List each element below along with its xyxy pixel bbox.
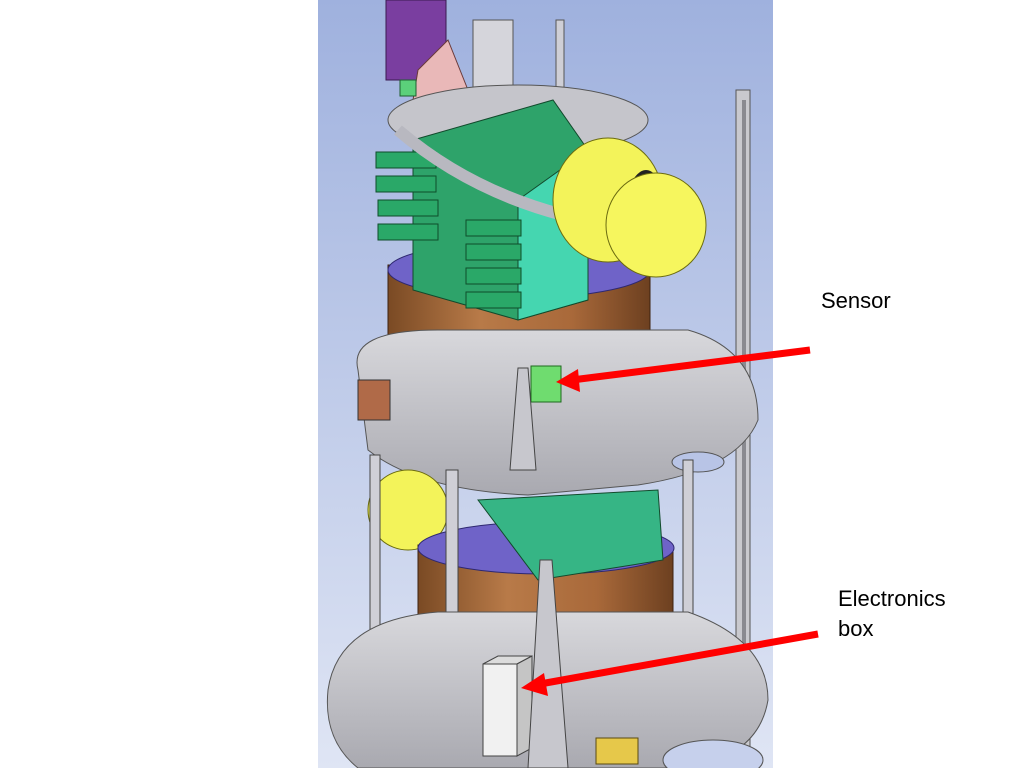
left-bracket [357, 379, 391, 421]
electronics-box-label: Electronics box [838, 586, 946, 641]
detector-cad-illustration [318, 0, 773, 768]
yellow-cylinder-cap [605, 172, 707, 278]
support-strut [509, 367, 537, 471]
small-green-tab [399, 79, 417, 97]
green-fins [375, 151, 522, 309]
sensor-label: Sensor [821, 288, 891, 313]
sensor-box [530, 365, 562, 403]
electronics-box-shape [482, 663, 518, 757]
lower-green-block [477, 489, 664, 581]
middle-plate-cutout [671, 451, 725, 473]
curved-arm [394, 125, 565, 221]
bottom-plate-cutout [662, 739, 764, 768]
small-yellow-box [595, 737, 639, 765]
